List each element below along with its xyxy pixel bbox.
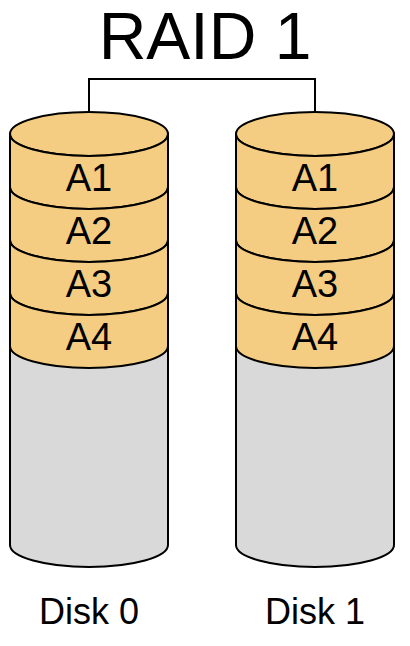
band-shape <box>10 187 168 262</box>
band-shape <box>10 293 168 368</box>
block-label: A2 <box>236 205 394 258</box>
data-block-band: A2 <box>10 187 168 262</box>
block-label: A1 <box>236 152 394 205</box>
data-block-band: A1 <box>236 134 394 209</box>
disk-cylinder: A1A2A3A4Disk 1 <box>236 112 394 642</box>
disk-label: Disk 0 <box>0 590 188 634</box>
band-shape <box>236 293 394 368</box>
cylinder-body <box>236 134 394 567</box>
block-label: A3 <box>236 258 394 311</box>
data-block-band: A3 <box>236 240 394 315</box>
data-block-band: A4 <box>10 293 168 368</box>
block-label: A1 <box>10 152 168 205</box>
data-block-band: A4 <box>236 293 394 368</box>
band-shape <box>10 240 168 315</box>
band-shape <box>236 240 394 315</box>
band-shape <box>236 187 394 262</box>
mirror-connector <box>89 79 315 112</box>
block-label: A3 <box>10 258 168 311</box>
disk-cylinder: A1A2A3A4Disk 0 <box>10 112 168 642</box>
disk-label: Disk 1 <box>216 590 410 634</box>
block-label: A4 <box>236 311 394 364</box>
data-block-band: A2 <box>236 187 394 262</box>
data-block-band: A3 <box>10 240 168 315</box>
block-label: A2 <box>10 205 168 258</box>
band-shape <box>10 134 168 209</box>
band-shape <box>236 134 394 209</box>
diagram-title: RAID 1 <box>0 0 410 72</box>
data-block-band: A1 <box>10 134 168 209</box>
block-label: A4 <box>10 311 168 364</box>
cylinder-body <box>10 134 168 567</box>
